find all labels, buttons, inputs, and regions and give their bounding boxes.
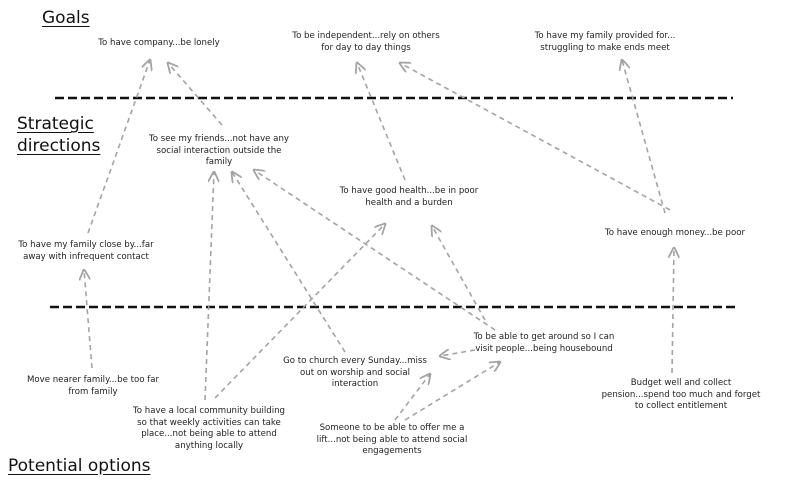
arrow-family-close-to-company xyxy=(87,60,150,234)
goal-independent: To be independent...rely on others for d… xyxy=(292,31,440,53)
arrow-get-around-to-church xyxy=(440,350,476,356)
heading-strategic-directions-line2: directions xyxy=(17,136,101,156)
heading-potential-options: Potential options xyxy=(8,456,151,476)
arrow-health-to-independent xyxy=(357,63,406,181)
option-lift: Someone to be able to offer me a lift...… xyxy=(316,423,468,456)
arrow-community-to-friends xyxy=(204,172,214,401)
strategy-good-health: To have good health...be in poor health … xyxy=(339,186,479,208)
arrow-move-nearer-to-family-close xyxy=(84,270,93,369)
strategy-family-close: To have my family close by...far away wi… xyxy=(18,240,154,262)
arrow-friends-to-company xyxy=(168,63,223,126)
arrow-community-to-health xyxy=(214,224,385,399)
option-church: Go to church every Sunday...miss out on … xyxy=(283,356,427,389)
option-community-building: To have a local community building so th… xyxy=(133,406,285,451)
heading-strategic-directions-line1: Strategic xyxy=(17,114,94,134)
goal-company: To have company...be lonely xyxy=(98,38,220,48)
arrow-lift-to-church xyxy=(394,374,430,421)
arrow-money-to-provided xyxy=(622,60,666,214)
arrow-lift-to-get-around xyxy=(404,362,500,421)
option-move-nearer: Move nearer family...be too far from fam… xyxy=(26,375,160,397)
heading-goals: Goals xyxy=(42,8,90,28)
strategy-get-around: To be able to get around so I can visit … xyxy=(473,332,615,354)
option-budget: Budget well and collect pension...spend … xyxy=(601,378,761,411)
strategy-enough-money: To have enough money...be poor xyxy=(604,228,746,238)
strategy-see-friends: To see my friends...not have any social … xyxy=(149,134,289,167)
arrow-money-to-independent xyxy=(400,63,671,211)
arrow-budget-to-money xyxy=(672,248,674,374)
goal-family-provided: To have my family provided for... strugg… xyxy=(534,31,676,53)
arrow-get-around-to-friends xyxy=(254,170,496,331)
